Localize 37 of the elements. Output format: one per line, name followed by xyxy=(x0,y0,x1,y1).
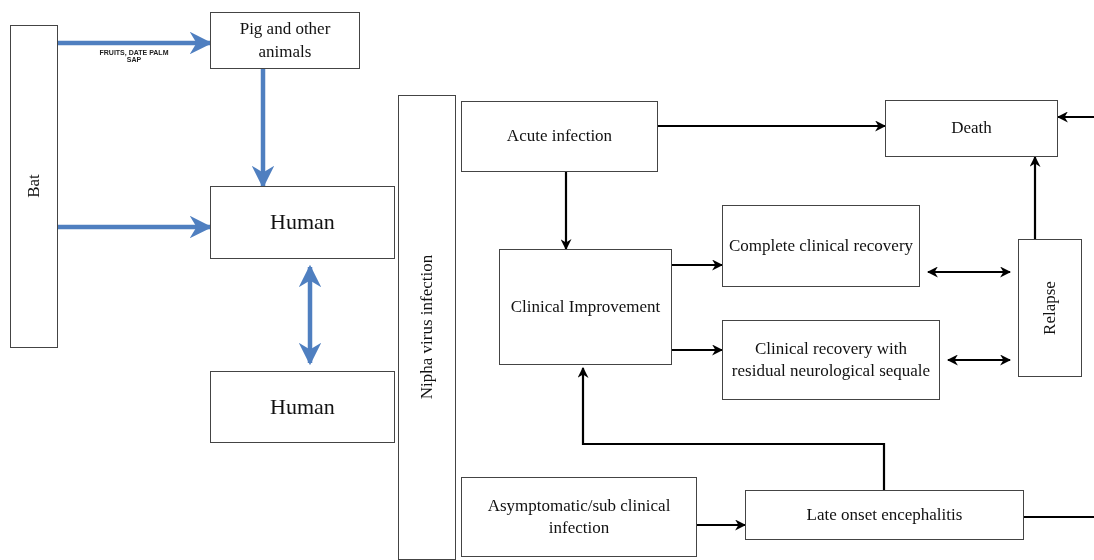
arrow xyxy=(577,366,886,490)
node-label: Complete clinical recovery xyxy=(727,234,915,257)
node-label: Asymptomatic/sub clinical infection xyxy=(486,494,672,539)
vertical-box xyxy=(1018,239,1082,377)
arrow xyxy=(946,354,1012,366)
process-box xyxy=(210,186,395,259)
process-box xyxy=(499,249,672,365)
node-label: Nipha virus infection xyxy=(415,254,437,402)
node-label: Relapse xyxy=(1038,280,1060,337)
arrow xyxy=(560,172,572,251)
vertical-box xyxy=(10,25,58,348)
node-label: Bat xyxy=(22,173,44,201)
arrow xyxy=(672,259,724,271)
arrow xyxy=(926,266,1012,278)
process-box xyxy=(745,490,1024,540)
node-label: Clinical recovery with residual neurological sequale xyxy=(730,337,932,382)
process-box xyxy=(210,12,360,69)
process-box xyxy=(722,205,920,287)
node-label: Late onset encephalitis xyxy=(805,503,964,526)
node-label: Human xyxy=(269,392,336,421)
node-label: Human xyxy=(269,208,336,237)
vertical-box xyxy=(398,95,456,560)
node-label: Pig and other animals xyxy=(238,18,332,63)
arrow xyxy=(697,519,747,531)
arrow xyxy=(1029,155,1041,239)
node-label: Clinical Improvement xyxy=(509,295,662,318)
process-box xyxy=(885,100,1058,157)
arrow xyxy=(658,120,887,132)
process-box xyxy=(210,371,395,443)
node-label: Death xyxy=(950,117,993,140)
arrow xyxy=(672,344,724,356)
process-box xyxy=(461,477,697,557)
process-box xyxy=(722,320,940,400)
arrow xyxy=(298,264,322,366)
node-label: Acute infection xyxy=(505,125,614,148)
arrow xyxy=(1056,111,1094,123)
process-box xyxy=(461,101,658,172)
